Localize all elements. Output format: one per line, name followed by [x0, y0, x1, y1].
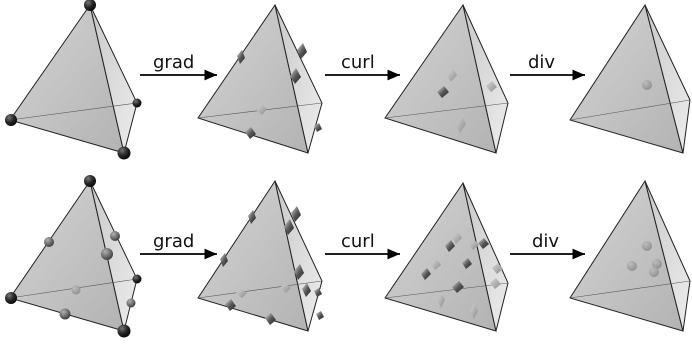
vertex-dof-node	[132, 274, 142, 284]
vertex-dof-node	[84, 175, 96, 187]
edge-dof-marker	[314, 288, 322, 297]
face-dof-marker	[490, 278, 501, 289]
face-dof-marker	[462, 258, 472, 269]
row2-tetrahedron-cell-dofs	[569, 179, 691, 332]
edge-dof-marker	[248, 210, 256, 224]
cell-dof-node	[652, 259, 662, 269]
edge-dof-node	[101, 248, 113, 260]
face-dof-marker	[492, 263, 503, 274]
edge-dof-marker	[314, 123, 322, 132]
vertex-dof-node	[117, 324, 131, 338]
cell-dof-node	[627, 261, 637, 271]
row2-tetrahedron-edge-dofs	[197, 179, 324, 332]
cell-dof-node	[642, 80, 652, 90]
row1-tetrahedron-face-dofs	[384, 3, 509, 154]
face-dof-marker	[447, 69, 457, 82]
edge-dof-marker	[225, 299, 236, 311]
edge-dof-marker	[294, 264, 304, 280]
grad-operator-label: grad	[153, 231, 194, 252]
curl-operator-label: curl	[341, 231, 375, 252]
face-dof-marker	[437, 86, 449, 98]
curl-operator-label: curl	[341, 52, 375, 73]
edge-dof-node	[110, 231, 120, 241]
vertex-dof-node	[5, 114, 17, 126]
face-dof-marker	[468, 239, 479, 250]
row2-tetrahedron-nodal-dofs	[5, 175, 142, 338]
row1-grad-arrow: grad	[140, 52, 217, 81]
div-operator-label: div	[528, 52, 555, 73]
row1-div-arrow: div	[510, 52, 585, 81]
row2-curl-arrow: curl	[325, 231, 400, 260]
edge-dof-node	[126, 298, 136, 308]
edge-dof-marker	[290, 68, 301, 84]
vertex-dof-node	[5, 292, 17, 304]
vertex-dof-node	[84, 0, 96, 11]
face-dof-marker	[478, 238, 489, 249]
edge-dof-marker	[220, 253, 228, 267]
face-dof-marker	[470, 303, 478, 319]
edge-dof-node	[59, 308, 71, 320]
face-dof-marker	[486, 81, 497, 92]
face-dof-marker	[421, 268, 431, 280]
cell-dof-node	[649, 267, 659, 277]
edge-dof-marker	[291, 206, 301, 222]
edge-dof-marker	[236, 288, 247, 298]
row1-tetrahedron-cell-dofs	[569, 3, 691, 154]
row2-div-arrow: div	[510, 231, 585, 260]
edge-dof-marker	[265, 313, 276, 325]
vertex-dof-node	[132, 98, 142, 108]
edge-dof-marker	[297, 43, 307, 59]
row1-tetrahedron-edge-dofs	[197, 3, 323, 154]
row2-grad-arrow: grad	[140, 231, 217, 260]
edge-dof-marker	[245, 127, 256, 139]
edge-dof-marker	[237, 50, 245, 64]
edge-dof-marker	[316, 311, 324, 320]
face-dof-marker	[456, 115, 466, 133]
face-dof-marker	[452, 281, 464, 293]
row1-tetrahedron-vertex-dofs	[5, 0, 142, 160]
edge-dof-node	[71, 285, 81, 295]
edge-dof-marker	[302, 283, 311, 297]
edge-dof-node	[44, 237, 54, 247]
face-dof-marker	[437, 292, 445, 308]
edge-dof-marker	[256, 104, 267, 115]
face-dof-marker	[431, 259, 441, 270]
face-dof-marker	[445, 240, 455, 252]
grad-operator-label: grad	[153, 52, 194, 73]
row1-curl-arrow: curl	[325, 52, 400, 81]
cell-dof-node	[642, 241, 652, 251]
row2-tetrahedron-face-dofs	[384, 181, 509, 332]
face-dof-marker	[452, 232, 462, 244]
edge-dof-marker	[284, 219, 294, 235]
vertex-dof-node	[117, 146, 131, 160]
div-operator-label: div	[532, 231, 559, 252]
edge-dof-marker	[280, 283, 291, 293]
